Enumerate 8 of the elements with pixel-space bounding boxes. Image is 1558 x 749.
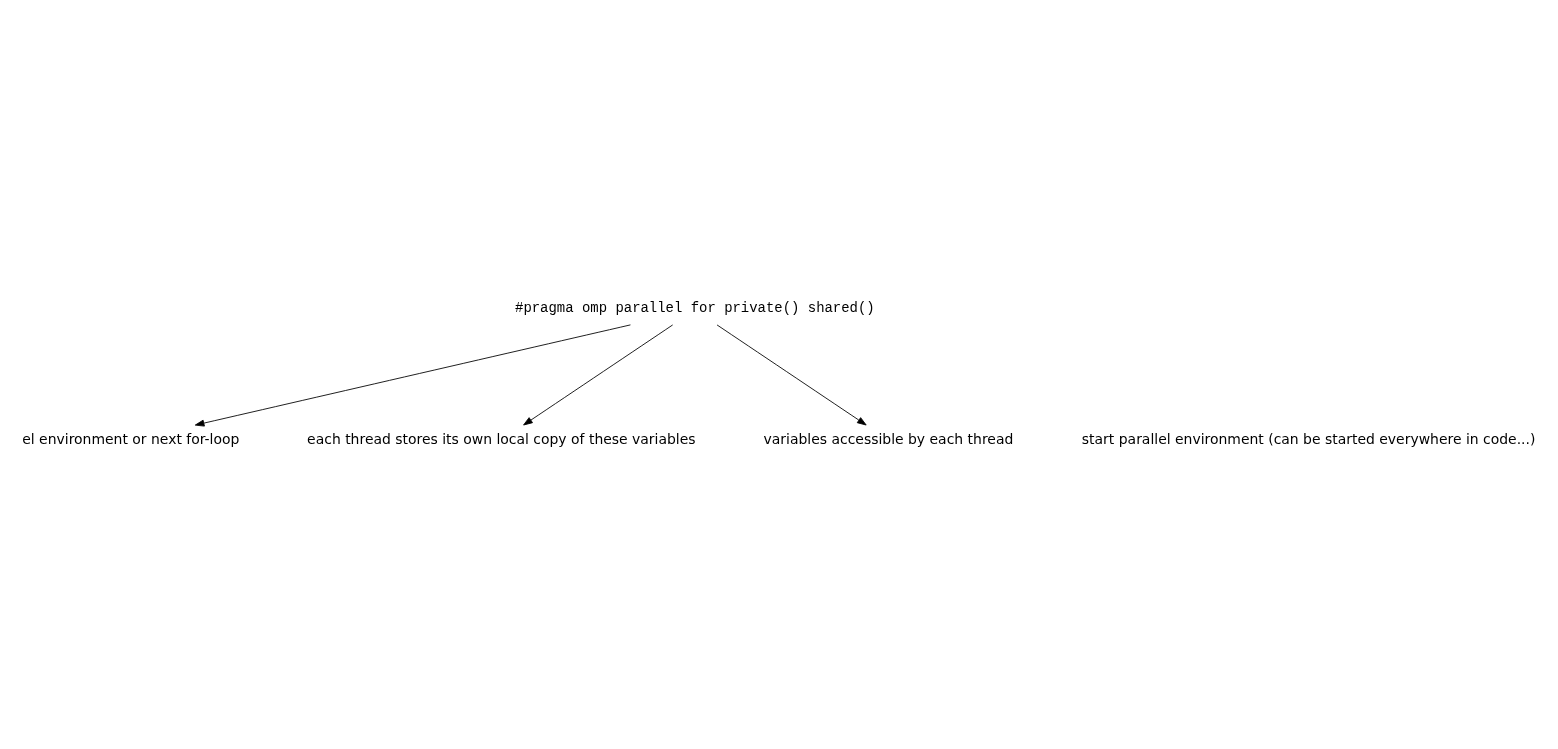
node-text: variables accessible by each thread (763, 430, 1014, 447)
arrow (194, 323, 631, 427)
node-text: each thread stores its own local copy of these variables (307, 430, 696, 447)
node-text: el environment or next for-loop (22, 430, 240, 447)
arrow (523, 324, 674, 425)
arrow (716, 324, 867, 425)
label: start parallel environment (can be started everywhere in code...) (1081, 430, 1536, 447)
node-text: #pragma omp parallel for private() shared() (515, 299, 875, 316)
